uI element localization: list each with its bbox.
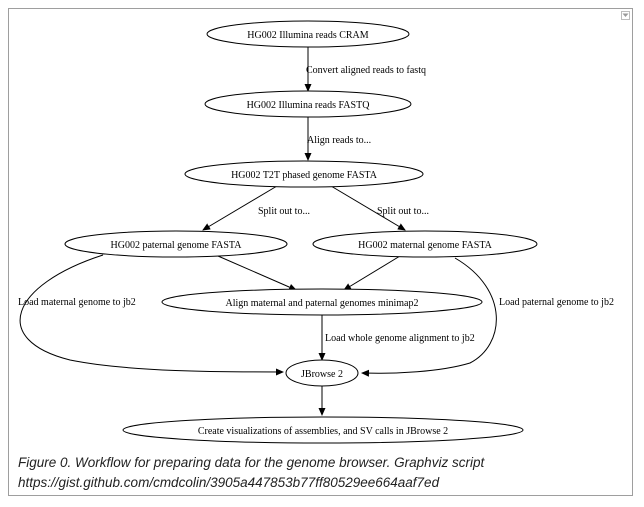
chevron-down-icon xyxy=(622,13,629,17)
edge-label-convert: Convert aligned reads to fastq xyxy=(306,65,426,76)
node-jbrowse xyxy=(285,359,359,387)
node-label-align: Align maternal and paternal genomes mini… xyxy=(226,298,419,309)
node-visualize xyxy=(122,416,524,444)
edge-label-load-whole: Load whole genome alignment to jb2 xyxy=(325,333,475,344)
edge-t2t-paternal xyxy=(202,185,278,231)
node-label-fastq: HG002 Illumina reads FASTQ xyxy=(247,100,371,111)
edge-maternal-jbrowse xyxy=(361,257,497,377)
edge-maternal-align xyxy=(343,255,401,291)
node-label-t2t: HG002 T2T phased genome FASTA xyxy=(231,170,378,181)
node-label-cram: HG002 Illumina reads CRAM xyxy=(247,30,368,41)
node-t2t xyxy=(184,160,424,188)
node-paternal xyxy=(64,230,288,258)
workflow-diagram: HG002 Illumina reads CRAM HG002 Illumina… xyxy=(18,20,614,444)
node-label-jbrowse: JBrowse 2 xyxy=(301,369,343,380)
node-fastq xyxy=(204,90,412,118)
caption-line-1: Figure 0. Workflow for preparing data fo… xyxy=(18,455,485,470)
edge-label-split-right: Split out to... xyxy=(377,206,429,217)
collapse-toggle[interactable] xyxy=(621,11,630,20)
edge-label-split-left: Split out to... xyxy=(258,206,310,217)
caption-link[interactable]: https://gist.github.com/cmdcolin/3905a44… xyxy=(18,475,440,490)
edge-label-load-maternal: Load maternal genome to jb2 xyxy=(18,297,136,308)
node-cram xyxy=(206,20,410,48)
node-label-paternal: HG002 paternal genome FASTA xyxy=(111,240,243,251)
node-maternal xyxy=(312,230,538,258)
node-label-visualize: Create visualizations of assemblies, and… xyxy=(198,426,448,437)
figure-caption: Figure 0. Workflow for preparing data fo… xyxy=(18,453,618,493)
node-align xyxy=(161,288,483,316)
edge-paternal-jbrowse xyxy=(19,254,284,376)
edge-t2t-maternal xyxy=(330,185,406,231)
edge-label-load-paternal: Load paternal genome to jb2 xyxy=(499,297,614,308)
edge-label-align-reads: Align reads to... xyxy=(307,135,371,146)
edge-paternal-align xyxy=(217,255,297,291)
node-label-maternal: HG002 maternal genome FASTA xyxy=(358,240,492,251)
